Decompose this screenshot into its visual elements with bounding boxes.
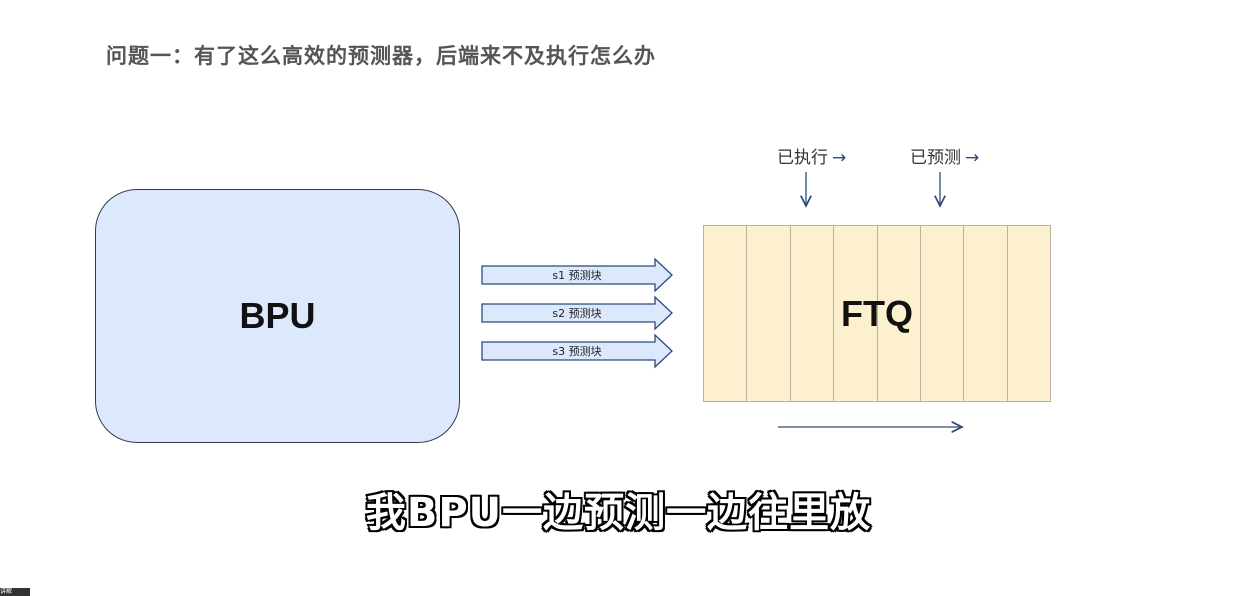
predicted-pointer-text: 已预测: [910, 148, 961, 168]
ftq-slot: [964, 226, 1008, 401]
executed-pointer-label: 已执行→: [777, 143, 846, 168]
ftq-slot: [921, 226, 965, 401]
corner-tag: 讲解: [0, 588, 30, 596]
ftq-slot: [747, 226, 791, 401]
ftq-slot: [704, 226, 748, 401]
bpu-box: BPU: [95, 189, 460, 443]
bpu-label: BPU: [239, 295, 316, 336]
ftq-slot: [834, 226, 878, 401]
slide-title: 问题一：有了这么高效的预测器，后端来不及执行怎么办: [106, 44, 656, 68]
s2-block-label: s2 预测块: [552, 307, 602, 320]
ftq-slot: [878, 226, 921, 401]
executed-pointer-text: 已执行: [777, 148, 828, 168]
arrow-right-icon: →: [965, 148, 980, 168]
s1-block-label: s1 预测块: [552, 269, 602, 282]
ftq-queue: [703, 225, 1051, 402]
predicted-pointer-label: 已预测→: [910, 143, 979, 168]
s1-block-arrow: [481, 257, 673, 293]
arrow-right-icon: →: [832, 148, 847, 168]
s3-block-label: s3 预测块: [552, 345, 602, 358]
ftq-slot: [791, 226, 835, 401]
s2-block-arrow: [481, 295, 673, 331]
s3-block-arrow: [481, 333, 673, 369]
video-subtitle: 我BPU一边预测一边往里放: [364, 489, 872, 538]
